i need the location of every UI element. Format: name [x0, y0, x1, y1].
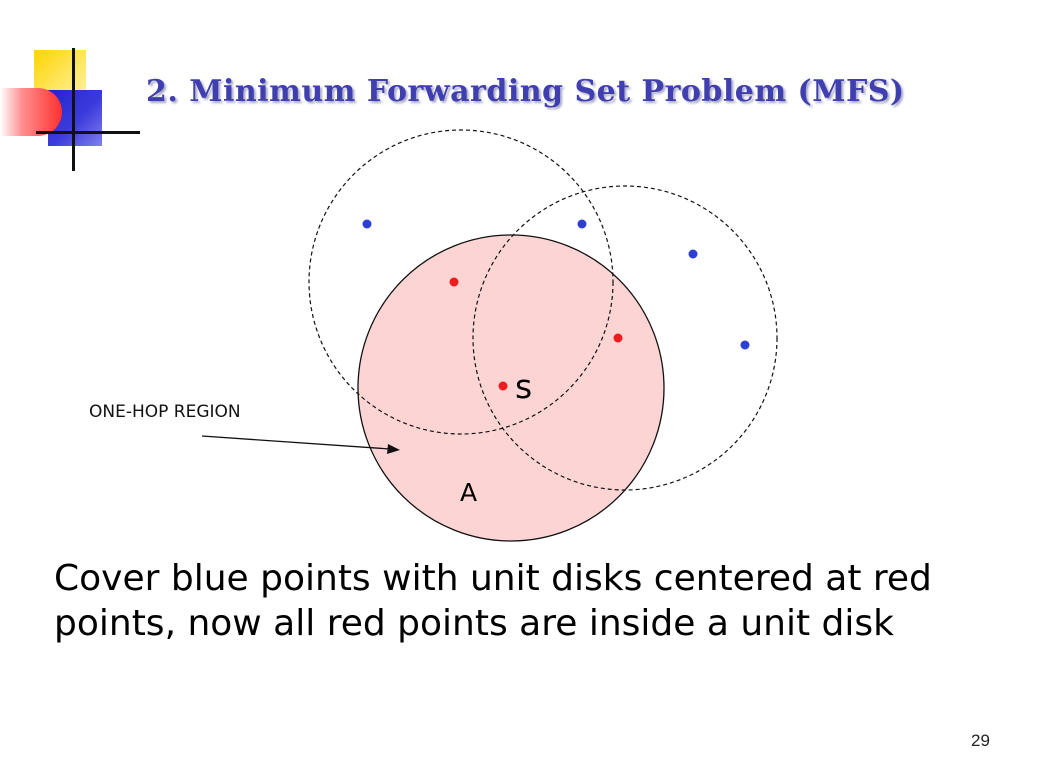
unit-disk-right — [472, 185, 778, 491]
red-point — [449, 277, 459, 287]
slide-body-text: Cover blue points with unit disks center… — [54, 558, 932, 644]
blue-point — [688, 249, 698, 259]
one-hop-region-label: ONE-HOP REGION — [89, 402, 241, 422]
one-hop-region-disk — [357, 234, 665, 542]
region-name-label: A — [460, 478, 477, 507]
region-pointer-arrowhead — [387, 444, 400, 454]
unit-disk-left — [308, 129, 614, 435]
logo-horizontal-line — [36, 131, 140, 134]
logo-red-bar — [0, 88, 62, 136]
blue-point — [740, 340, 750, 350]
blue-point — [577, 219, 587, 229]
page-number: 29 — [971, 731, 990, 750]
region-pointer-line — [201, 435, 391, 450]
source-label: s — [515, 367, 532, 406]
blue-point — [362, 219, 372, 229]
slide-title: 2. Minimum Forwarding Set Problem (MFS) — [146, 74, 905, 109]
source-point — [498, 381, 508, 391]
slide-logo — [0, 48, 140, 173]
red-point — [613, 333, 623, 343]
logo-vertical-line — [72, 48, 75, 171]
